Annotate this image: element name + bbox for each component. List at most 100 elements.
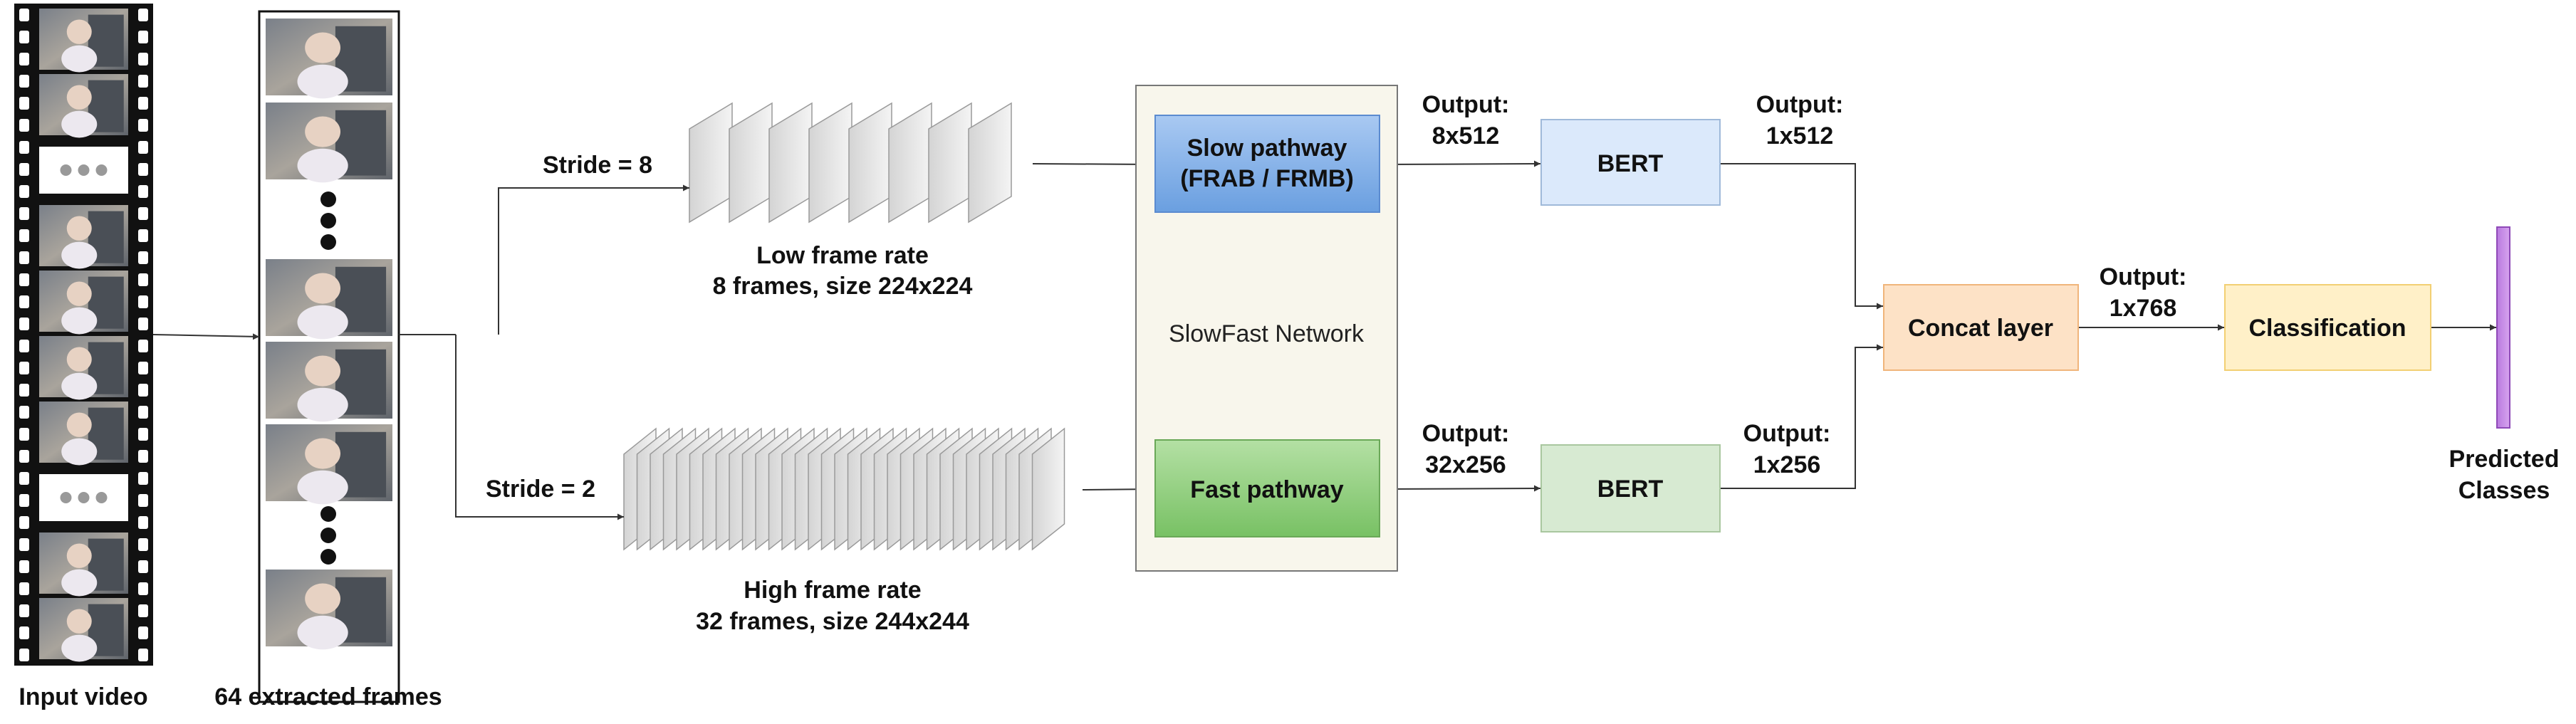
extracted-frame bbox=[266, 19, 392, 99]
film-frame bbox=[39, 271, 128, 335]
bert-top-output-shape: 1x512 bbox=[1766, 122, 1834, 149]
film-sprocket-hole bbox=[19, 649, 29, 661]
predicted-classes-subtitle: Classes bbox=[2458, 477, 2550, 504]
film-sprocket-hole bbox=[138, 97, 148, 110]
film-sprocket-hole bbox=[138, 649, 148, 661]
vertical-ellipsis-dot bbox=[320, 506, 336, 522]
film-sprocket-hole bbox=[138, 406, 148, 419]
bert-bottom-box bbox=[1540, 444, 1721, 532]
film-sprocket-hole bbox=[138, 229, 148, 242]
extracted-frame bbox=[266, 570, 392, 650]
baby-body bbox=[61, 307, 98, 335]
stride-slow-label: Stride = 8 bbox=[543, 152, 652, 179]
film-sprocket-hole bbox=[19, 450, 29, 463]
film-sprocket-hole bbox=[138, 273, 148, 286]
film-sprocket-hole bbox=[19, 229, 29, 242]
ellipsis-dot bbox=[95, 492, 108, 503]
baby-body bbox=[61, 438, 98, 466]
film-sprocket-hole bbox=[19, 53, 29, 65]
vertical-ellipsis-dot bbox=[320, 192, 336, 207]
baby-body bbox=[61, 634, 98, 662]
slowfast-network-label: SlowFast Network bbox=[1169, 320, 1365, 347]
high-frame-rate-title: High frame rate bbox=[744, 577, 921, 604]
stacked-frame bbox=[848, 102, 892, 224]
film-frame bbox=[39, 9, 128, 73]
bert-bottom-output-title: Output: bbox=[1743, 420, 1831, 447]
film-sprocket-hole bbox=[138, 185, 148, 198]
film-sprocket-hole bbox=[138, 494, 148, 507]
film-sprocket-hole bbox=[138, 295, 148, 308]
film-sprocket-hole bbox=[138, 626, 148, 639]
ellipsis-dot bbox=[78, 164, 90, 176]
baby-body bbox=[297, 148, 348, 183]
classification-label: Classification bbox=[2248, 315, 2406, 342]
ellipsis-dot bbox=[78, 492, 90, 503]
film-frame bbox=[39, 336, 128, 400]
arrow-fast-to-bert bbox=[1379, 485, 1541, 492]
film-sprocket-hole bbox=[19, 428, 29, 441]
fast-output-shape: 32x256 bbox=[1425, 451, 1506, 478]
film-sprocket-hole bbox=[19, 318, 29, 330]
film-sprocket-hole bbox=[19, 251, 29, 264]
predicted-classes-bar bbox=[2496, 226, 2510, 429]
concat-output-title: Output: bbox=[2100, 263, 2187, 290]
concat-layer-label: Concat layer bbox=[1908, 315, 2053, 342]
baby-head bbox=[305, 273, 341, 304]
ellipsis-dot bbox=[95, 164, 108, 176]
vertical-ellipsis-dot bbox=[320, 528, 336, 543]
film-sprocket-hole bbox=[19, 340, 29, 352]
classification-box bbox=[2224, 284, 2431, 371]
film-frame bbox=[39, 205, 128, 269]
film-sprocket-hole bbox=[19, 141, 29, 154]
film-sprocket-hole bbox=[19, 273, 29, 286]
baby-body bbox=[61, 110, 98, 138]
film-sprocket-hole bbox=[19, 384, 29, 397]
stacked-frame bbox=[888, 102, 932, 224]
fast-pathway-label: Fast pathway bbox=[1190, 476, 1343, 503]
stacked-frame bbox=[928, 102, 972, 224]
stacked-frame bbox=[968, 102, 1012, 224]
predicted-classes-title: Predicted bbox=[2449, 446, 2560, 473]
film-sprocket-hole bbox=[138, 340, 148, 352]
baby-body bbox=[61, 45, 98, 73]
film-frame bbox=[39, 598, 128, 662]
stacked-frame bbox=[689, 102, 733, 224]
film-sprocket-hole bbox=[19, 75, 29, 88]
film-sprocket-hole bbox=[19, 626, 29, 639]
text-labels: Input video 64 extracted frames Stride =… bbox=[19, 91, 2559, 710]
extracted-frame bbox=[266, 103, 392, 183]
extracted-frame bbox=[266, 259, 392, 340]
vertical-ellipsis-dot bbox=[320, 549, 336, 565]
vertical-ellipsis-dot bbox=[320, 234, 336, 250]
baby-head bbox=[305, 32, 341, 63]
baby-head bbox=[305, 438, 341, 469]
film-sprocket-hole bbox=[19, 582, 29, 595]
bert-top-label: BERT bbox=[1597, 150, 1664, 177]
film-sprocket-hole bbox=[19, 185, 29, 198]
baby-head bbox=[66, 85, 92, 110]
film-sprocket-hole bbox=[19, 406, 29, 419]
concat-layer-box bbox=[1883, 284, 2079, 371]
film-sprocket-hole bbox=[19, 207, 29, 220]
baby-body bbox=[61, 241, 98, 269]
fast-pathway-box bbox=[1154, 439, 1380, 537]
film-sprocket-hole bbox=[138, 9, 148, 21]
baby-body bbox=[61, 372, 98, 400]
film-sprocket-hole bbox=[19, 472, 29, 485]
film-sprocket-hole bbox=[19, 295, 29, 308]
film-sprocket-hole bbox=[19, 560, 29, 573]
film-sprocket-hole bbox=[138, 384, 148, 397]
baby-body bbox=[297, 64, 348, 99]
baby-body bbox=[297, 470, 348, 505]
film-sprocket-hole bbox=[138, 318, 148, 330]
film-sprocket-hole bbox=[138, 560, 148, 573]
slow-pathway-label: Slow pathway bbox=[1187, 135, 1347, 162]
extracted-frame bbox=[266, 424, 392, 505]
slow-output-title: Output: bbox=[1422, 91, 1510, 118]
baby-body bbox=[297, 615, 348, 650]
stacked-frame bbox=[1031, 427, 1065, 551]
film-sprocket-hole bbox=[138, 75, 148, 88]
arrow-bert-top-to-concat bbox=[1720, 163, 1883, 310]
extracted-frames-column bbox=[258, 10, 400, 703]
low-frame-rate-title: Low frame rate bbox=[756, 242, 929, 269]
